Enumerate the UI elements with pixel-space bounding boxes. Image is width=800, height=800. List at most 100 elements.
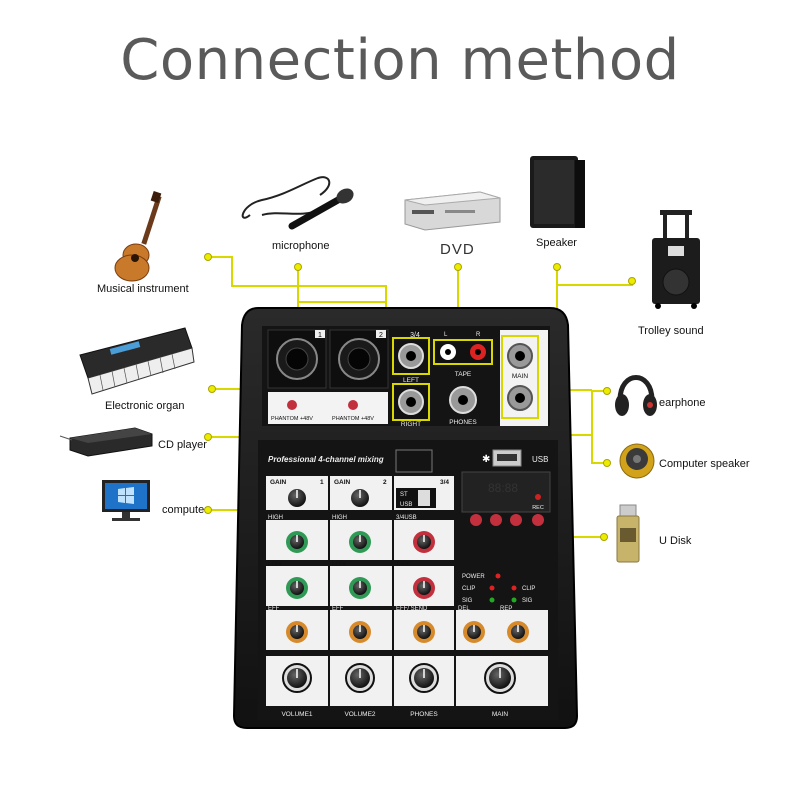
phones-jack[interactable]	[449, 386, 477, 414]
eff-send-label: EFF/ SEND	[396, 606, 428, 612]
clip-label-left: CLIP	[462, 586, 475, 592]
main-out-right-jack[interactable]	[507, 385, 533, 411]
svg-text:88:88: 88:88	[488, 481, 518, 495]
power-label: POWER	[462, 574, 485, 580]
phones-label: PHONES	[410, 711, 438, 718]
ch2-label: 2	[383, 479, 387, 486]
main-out-label: MAIN	[512, 373, 529, 380]
ch1-label: 1	[320, 479, 324, 486]
next-button[interactable]	[510, 514, 522, 526]
ch34-label: 3/4	[440, 479, 449, 486]
earphone-label: earphone	[659, 397, 706, 409]
electronic-organ-icon	[79, 327, 195, 395]
gain-knob-2[interactable]	[351, 489, 369, 507]
musical-instrument-label: Musical instrument	[97, 283, 189, 295]
clip-led-left	[489, 585, 495, 591]
tape-knob[interactable]	[413, 577, 435, 599]
computer-speaker-label: Computer speaker	[659, 458, 750, 470]
sig-led-left	[489, 597, 495, 603]
rec-label: REC	[532, 505, 544, 511]
phones-volume-knob[interactable]	[409, 663, 439, 693]
bluetooth-icon: ✱	[482, 454, 490, 465]
usb-port[interactable]	[492, 449, 522, 467]
eff-send-knob[interactable]	[413, 621, 435, 643]
tape-knob-label: TAPE	[396, 562, 411, 568]
page-title: Connection method	[120, 28, 680, 93]
low-label-2: LOW	[332, 562, 346, 568]
dvd-player-icon	[404, 191, 501, 231]
del-label: DEL	[458, 606, 470, 612]
power-led	[495, 573, 501, 579]
high-knob-2[interactable]	[349, 531, 371, 553]
tape-rca-left[interactable]	[440, 344, 456, 360]
trolley-speaker-icon	[652, 210, 700, 309]
connection-dots	[204, 253, 636, 541]
microphone-icon	[241, 176, 354, 230]
low-label-1: LOW	[268, 562, 282, 568]
phones-jack-label: PHONES	[449, 419, 477, 426]
jack-label-34: 3/4	[410, 332, 420, 339]
line-in-right-jack[interactable]	[392, 383, 430, 421]
low-knob-1[interactable]	[286, 577, 308, 599]
delay-knob[interactable]	[463, 621, 485, 643]
high-label-1: HIGH	[268, 515, 283, 521]
repeat-knob[interactable]	[507, 621, 529, 643]
tape-label: TAPE	[455, 371, 472, 378]
jack-label-2: 2	[379, 332, 383, 339]
volume1-label: VOLUME1	[281, 711, 312, 718]
speaker-label: Speaker	[536, 237, 577, 249]
high-label-2: HIGH	[332, 515, 347, 521]
brand-text: Professional 4-channel mixing	[268, 455, 384, 464]
clip-led-right	[511, 585, 517, 591]
play-button[interactable]	[490, 514, 502, 526]
eff-knob-2[interactable]	[349, 621, 371, 643]
eff-label-1: EFF	[268, 606, 280, 612]
cd-player-label: CD player	[158, 439, 207, 451]
prev-button[interactable]	[470, 514, 482, 526]
rep-label: REP	[500, 606, 512, 612]
u-disk-icon	[616, 504, 640, 563]
right-label: RIGHT	[401, 421, 421, 428]
usb-label: USB	[532, 455, 548, 464]
volume-knob-2[interactable]	[345, 663, 375, 693]
line-in-left-jack[interactable]	[392, 337, 430, 375]
st-usb-switch[interactable]	[418, 490, 430, 506]
dvd-label: DVD	[440, 241, 475, 258]
high-knob-1[interactable]	[286, 531, 308, 553]
gain-label-2: GAIN	[334, 479, 351, 486]
trolley-sound-label: Trolley sound	[638, 325, 704, 337]
clip-label-right: CLIP	[522, 586, 535, 592]
xlr-jack-2[interactable]	[329, 329, 389, 389]
jack-label-1: 1	[318, 332, 322, 339]
microphone-label: microphone	[272, 240, 330, 252]
xlr-jack-1[interactable]	[267, 329, 327, 389]
volume-knob-1[interactable]	[282, 663, 312, 693]
eff-label-2: EFF	[332, 606, 344, 612]
eff-knob-1[interactable]	[286, 621, 308, 643]
tape-l-label: L	[444, 332, 448, 338]
u-disk-label: U Disk	[659, 535, 692, 547]
usb34-knob[interactable]	[413, 531, 435, 553]
gain-knob-1[interactable]	[288, 489, 306, 507]
sig-led-right	[511, 597, 517, 603]
gain-label-1: GAIN	[270, 479, 287, 486]
main-out-left-jack[interactable]	[507, 343, 533, 369]
main-volume-knob[interactable]	[484, 662, 516, 694]
computer-speaker-icon	[619, 443, 655, 479]
left-label: LEFT	[403, 377, 419, 384]
usb-select-label: USB	[400, 502, 412, 508]
sig-label-right: SIG	[522, 598, 533, 604]
phantom-label-2: PHANTOM +48V	[332, 416, 374, 422]
electronic-organ-label: Electronic organ	[105, 400, 185, 412]
low-knob-2[interactable]	[349, 577, 371, 599]
player-buttons	[470, 514, 544, 526]
headphones-icon	[615, 375, 657, 416]
usb34-label: 3/4USB	[396, 515, 417, 521]
st-label: ST	[400, 492, 408, 498]
computer-icon	[102, 480, 150, 521]
tape-rca-right[interactable]	[470, 344, 486, 360]
main-label: MAIN	[492, 711, 509, 718]
rec-button[interactable]	[532, 514, 544, 526]
guitar-icon	[114, 191, 162, 282]
